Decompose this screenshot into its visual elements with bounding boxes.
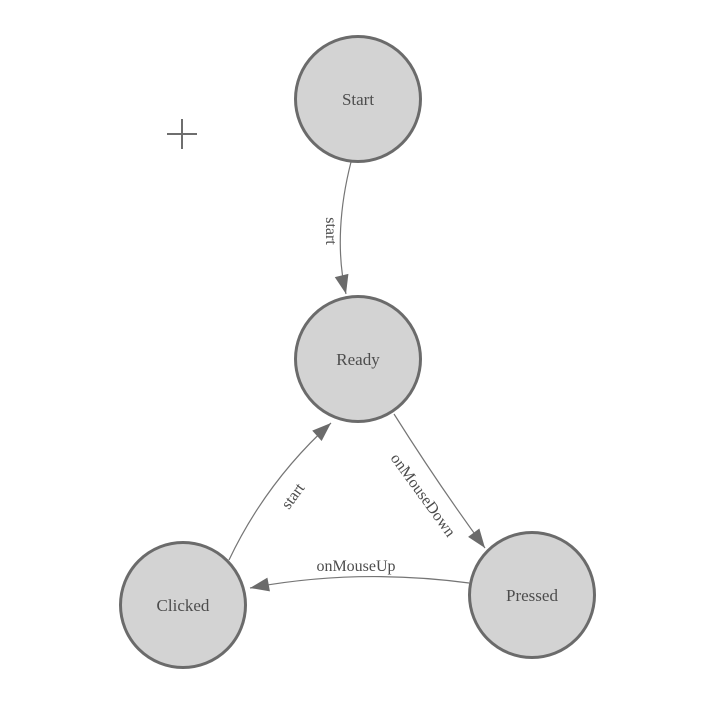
node-start[interactable]: Start [294, 35, 422, 163]
edge-label-onmouseup: onMouseUp [316, 558, 395, 575]
edge-clicked-to-ready-path[interactable] [228, 422, 332, 561]
edge-clicked-to-ready[interactable]: start [228, 422, 332, 561]
node-start-circle[interactable] [294, 35, 422, 163]
edge-pressed-to-clicked[interactable]: onMouseUp [249, 558, 470, 592]
edge-label-start-2: start [278, 480, 308, 513]
edge-pressed-to-clicked-path[interactable] [249, 576, 470, 592]
node-ready-circle[interactable] [294, 295, 422, 423]
edge-start-to-ready-path[interactable] [334, 161, 352, 295]
node-clicked[interactable]: Clicked [119, 541, 247, 669]
node-pressed[interactable]: Pressed [468, 531, 596, 659]
edge-label-start-1: start [322, 217, 339, 245]
node-clicked-label: Clicked [157, 596, 210, 615]
node-ready[interactable]: Ready [294, 295, 422, 423]
node-start-label: Start [342, 90, 374, 109]
edge-start-to-ready[interactable]: start [322, 161, 352, 295]
plus-crosshair-icon [167, 119, 197, 149]
node-clicked-circle[interactable] [119, 541, 247, 669]
edge-ready-to-pressed-path[interactable] [393, 413, 486, 549]
node-ready-label: Ready [336, 350, 380, 369]
node-pressed-circle[interactable] [468, 531, 596, 659]
node-pressed-label: Pressed [506, 586, 558, 605]
edge-ready-to-pressed[interactable]: onMouseDown [387, 413, 486, 549]
